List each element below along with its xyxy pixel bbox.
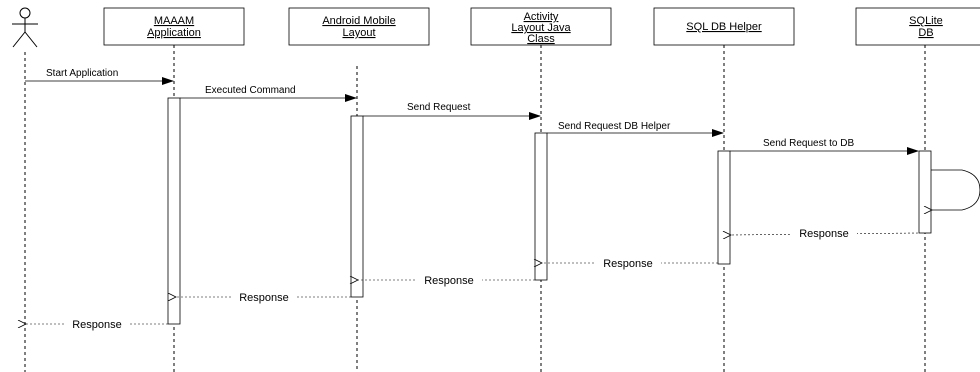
message-label: Response [424, 275, 474, 287]
activations [167, 97, 932, 325]
participant-label: SQLite [909, 15, 943, 27]
participant-maaam: MAAAM Application [103, 7, 245, 46]
message-label: Executed Command [205, 85, 296, 96]
participant-label: Activity [524, 11, 559, 23]
participant-label: Class [527, 33, 555, 45]
response-maaam-to-actor: Response [26, 318, 168, 331]
message-label: Response [72, 319, 122, 331]
participant-android: Android Mobile Layout [288, 7, 430, 46]
message-send-request-db-helper: Send Request DB Helper [547, 121, 724, 137]
message-label: Start Application [46, 68, 118, 79]
participant-label: Android Mobile [322, 15, 395, 27]
participant-sqlite: SQLite DB [855, 7, 980, 46]
participant-label: DB [918, 27, 933, 39]
response-sqlite-to-helper: Response [731, 227, 919, 240]
message-label: Send Request [407, 102, 471, 113]
activation-maaam [167, 97, 181, 325]
actor-figure [12, 7, 38, 48]
message-executed-command: Executed Command [180, 85, 357, 102]
participant-label: Application [147, 27, 201, 39]
lifelines [24, 45, 926, 372]
activation-activity [534, 132, 548, 281]
message-send-request: Send Request [363, 102, 541, 120]
activation-sqlhelper [717, 150, 731, 265]
message-self-loop [931, 169, 980, 210]
message-send-request-to-db: Send Request to DB [730, 138, 919, 155]
response-android-to-maaam: Response [176, 291, 351, 304]
message-label: Response [603, 258, 653, 270]
activation-android [350, 115, 364, 298]
response-helper-to-activity: Response [542, 257, 718, 270]
participant-label: Layout Java [511, 22, 571, 34]
participant-activity: Activity Layout Java Class [470, 7, 612, 46]
participant-sqlhelper: SQL DB Helper [653, 7, 795, 46]
message-start-application: Start Application [25, 68, 174, 85]
message-label: Response [239, 292, 289, 304]
message-label: Send Request to DB [763, 138, 854, 149]
message-label: Send Request DB Helper [558, 121, 671, 132]
participant-label: SQL DB Helper [686, 21, 762, 33]
message-label: Response [799, 228, 849, 240]
participant-label: Layout [342, 27, 375, 39]
response-activity-to-android: Response [358, 274, 535, 287]
activation-sqlite [918, 150, 932, 234]
participant-label: MAAAM [154, 15, 194, 27]
